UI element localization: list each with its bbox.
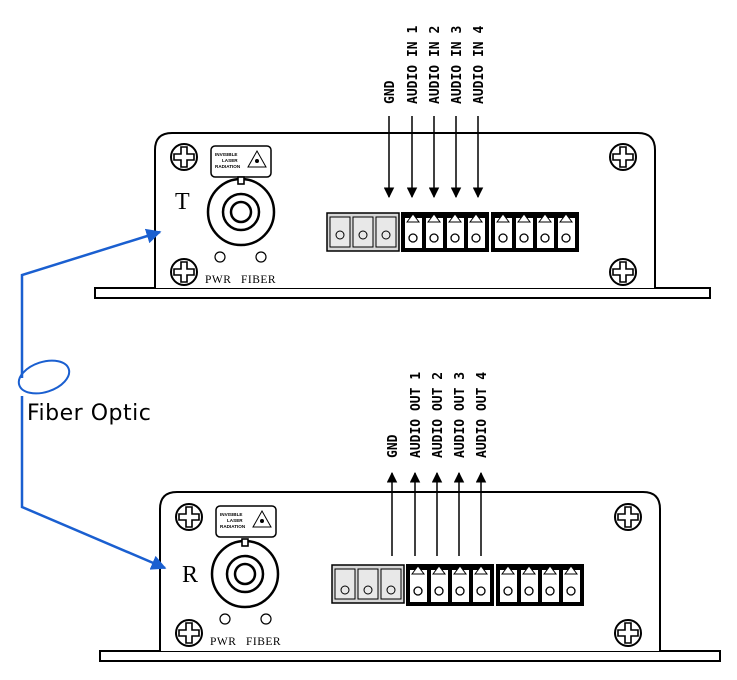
transmitter-power-terminal-block: [491, 212, 579, 252]
receiver-screw-top-right: [614, 503, 642, 531]
transmitter-pwr-led: [214, 251, 226, 263]
laser-hazard-icon: [252, 509, 272, 528]
fiber-cable-lower: [20, 396, 167, 570]
receiver-screw-bottom-left: [175, 619, 203, 647]
transmitter-screw-bottom-right: [609, 258, 637, 286]
transmitter-screw-bottom-left: [170, 258, 198, 286]
transmitter-fiber-label: FIBER: [241, 274, 276, 286]
receiver-unit: INVISIBLE LASER RADIATION R PWR FIBER: [99, 372, 721, 662]
warning-line: LASER: [222, 158, 238, 163]
receiver-pwr-label: PWR: [210, 636, 236, 648]
transmitter-fiber-port[interactable]: [206, 176, 276, 247]
transmitter-grey-terminal-block: [326, 212, 400, 252]
receiver-pin-label-audio-out-1: AUDIO OUT 1: [409, 372, 424, 458]
transmitter-fiber-led: [255, 251, 267, 263]
warning-line: RADIATION: [220, 524, 246, 529]
receiver-screw-bottom-right: [614, 619, 642, 647]
warning-line: INVISIBLE: [215, 152, 237, 157]
receiver-pwr-led: [219, 613, 231, 625]
transmitter-laser-warning-label: INVISIBLE LASER RADIATION: [210, 145, 272, 178]
receiver-screw-top-left: [175, 503, 203, 531]
receiver-pin-label-gnd: GND: [386, 434, 401, 458]
transmitter-unit: INVISIBLE LASER RADIATION T PWR FIBER: [94, 26, 711, 299]
transmitter-pwr-label: PWR: [205, 274, 231, 286]
warning-line: INVISIBLE: [220, 512, 242, 517]
transmitter-pin-label-audio-in-2: AUDIO IN 2: [428, 26, 443, 104]
receiver-grey-terminal-block: [331, 564, 405, 604]
transmitter-pin-label-audio-in-4: AUDIO IN 4: [472, 26, 487, 104]
transmitter-mounting-flange: [94, 287, 711, 299]
fiber-cable-loop: [17, 359, 71, 395]
receiver-fiber-port[interactable]: [210, 538, 280, 609]
warning-line: RADIATION: [215, 164, 241, 169]
receiver-audio-terminal-block: [406, 564, 494, 606]
receiver-mounting-flange: [99, 650, 721, 662]
transmitter-pin-label-audio-in-1: AUDIO IN 1: [406, 26, 421, 104]
receiver-pin-label-audio-out-3: AUDIO OUT 3: [453, 372, 468, 458]
receiver-pin-label-audio-out-4: AUDIO OUT 4: [475, 372, 490, 458]
transmitter-pin-label-audio-in-3: AUDIO IN 3: [450, 26, 465, 104]
transmitter-pin-label-gnd: GND: [383, 80, 398, 104]
receiver-pin-label-audio-out-2: AUDIO OUT 2: [431, 372, 446, 458]
receiver-unit-letter: R: [182, 562, 198, 588]
receiver-fiber-led: [260, 613, 272, 625]
fiber-optic-label: Fiber Optic: [27, 401, 151, 426]
receiver-power-terminal-block: [496, 564, 584, 606]
transmitter-audio-terminal-block: [401, 212, 489, 252]
receiver-fiber-label: FIBER: [246, 636, 281, 648]
transmitter-screw-top-right: [609, 143, 637, 171]
transmitter-screw-top-left: [170, 143, 198, 171]
laser-hazard-icon: [247, 149, 267, 168]
fiber-optic-link: Fiber Optic: [17, 228, 167, 570]
receiver-laser-warning-label: INVISIBLE LASER RADIATION: [215, 505, 277, 538]
transmitter-unit-letter: T: [175, 189, 190, 215]
warning-line: LASER: [227, 518, 243, 523]
fiber-cable-upper: [20, 228, 162, 378]
